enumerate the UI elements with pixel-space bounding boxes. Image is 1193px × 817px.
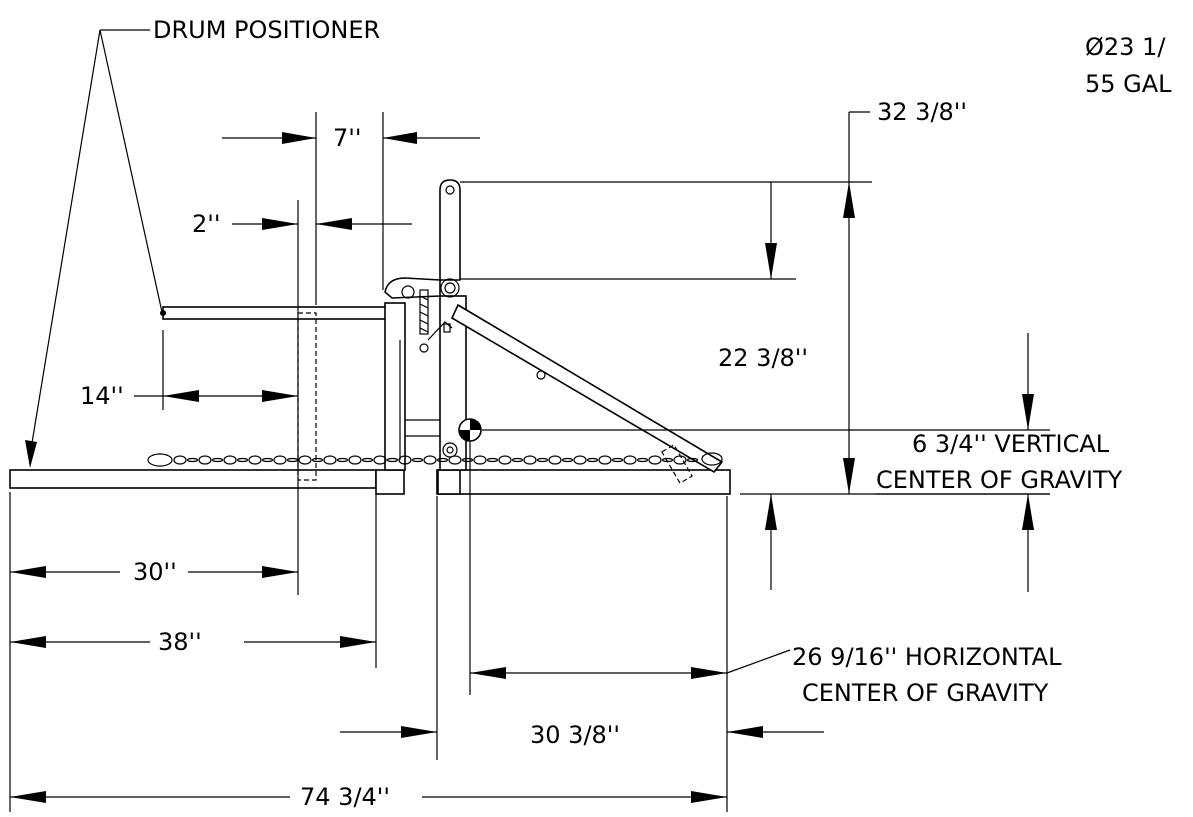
chain-link: [323, 455, 337, 465]
fork-tube-right: [437, 469, 461, 495]
chain-link: [511, 457, 524, 463]
chain-link: [311, 457, 324, 463]
chain-link: [348, 455, 362, 465]
dim-38-label: 38'': [158, 628, 202, 656]
chain-link: [448, 455, 462, 465]
chain-link: [398, 455, 412, 465]
title-label: DRUM POSITIONER: [153, 16, 380, 44]
chain-link: [648, 455, 662, 465]
hook-plate: [384, 179, 461, 299]
chain-link: [536, 457, 549, 463]
horizontal-cog-line1: 26 9/16'' HORIZONTAL: [792, 643, 1062, 671]
chain-link: [498, 455, 512, 465]
dimension-lines: [9, 29, 1050, 812]
chain-link: [223, 455, 237, 465]
drum-diameter-label: Ø23 1/: [1085, 33, 1166, 61]
chain-link: [661, 457, 674, 463]
chain: [147, 452, 723, 467]
dim-30-3-8-label: 30 3/8'': [530, 721, 620, 749]
chain-link: [248, 455, 262, 465]
dashed-pad: [297, 312, 317, 481]
horizontal-cog-line2: CENTER OF GRAVITY: [802, 679, 1049, 707]
chain-hook-left: [147, 453, 173, 467]
chain-link: [286, 457, 299, 463]
chain-link: [236, 457, 249, 463]
dim-74-3-4-label: 74 3/4'': [300, 783, 390, 811]
mast-left: [384, 302, 406, 471]
chain-link: [386, 457, 399, 463]
chain-link: [561, 457, 574, 463]
chain-link: [473, 455, 487, 465]
dim-14-label: 14'': [80, 382, 124, 410]
chain-link: [636, 457, 649, 463]
drum-capacity-label: 55 GAL: [1085, 70, 1172, 98]
chain-link: [548, 455, 562, 465]
vertical-cog-line1: 6 3/4'' VERTICAL: [912, 430, 1110, 458]
center-of-gravity-symbol: [458, 418, 482, 442]
chain-link: [411, 457, 424, 463]
chain-link: [261, 457, 274, 463]
chain-link: [198, 455, 212, 465]
chain-link: [298, 455, 312, 465]
chain-link: [436, 457, 449, 463]
chain-link: [598, 455, 612, 465]
chain-link: [173, 455, 187, 465]
chain-link: [336, 457, 349, 463]
dim-22-3-8-label: 22 3/8'': [718, 344, 808, 372]
right-fork-tine: [436, 469, 731, 495]
chain-link: [673, 455, 687, 465]
chain-link: [486, 457, 499, 463]
chain-link: [211, 457, 224, 463]
chain-link: [273, 455, 287, 465]
labels: DRUM POSITIONER Ø23 1/ 55 GAL 7'' 2'' 14…: [80, 16, 1172, 811]
dim-32-3-8-label: 32 3/8'': [877, 98, 967, 126]
dim-30-label: 30'': [133, 558, 177, 586]
chain-link: [373, 455, 387, 465]
chain-link: [361, 457, 374, 463]
chain-link: [573, 455, 587, 465]
chain-link: [586, 457, 599, 463]
diagonal-brace: [450, 303, 724, 474]
dim-2-label: 2'': [192, 210, 220, 238]
dim-7-label: 7'': [333, 124, 361, 152]
drum-positioner-drawing: [9, 179, 731, 495]
chain-link: [461, 457, 474, 463]
chain-hook-right: [701, 452, 723, 466]
fork-tube-left: [375, 469, 405, 495]
chain-link: [423, 455, 437, 465]
positioner-arm: [162, 306, 389, 320]
vertical-cog-line2: CENTER OF GRAVITY: [876, 466, 1123, 494]
chain-link: [686, 457, 699, 463]
chain-link: [523, 455, 537, 465]
chain-link: [623, 455, 637, 465]
chain-link: [611, 457, 624, 463]
left-fork-tine: [9, 469, 377, 489]
chain-link: [186, 457, 199, 463]
